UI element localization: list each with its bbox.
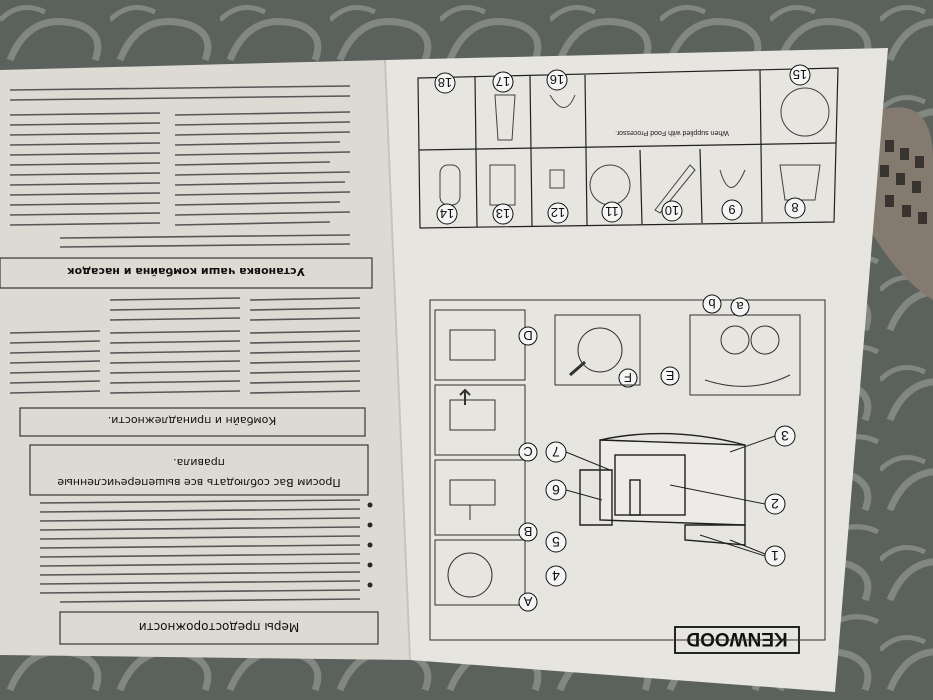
svg-text:14: 14 — [440, 206, 454, 221]
svg-text:16: 16 — [550, 72, 564, 87]
svg-text:a: a — [736, 299, 744, 314]
panel-letter-a: A — [518, 592, 538, 612]
grid-number-18: 18 — [434, 72, 456, 94]
callout-letters-e: a b — [702, 294, 750, 317]
svg-text:15: 15 — [793, 67, 807, 82]
svg-text:9: 9 — [728, 202, 735, 217]
left-page-text — [0, 257, 379, 645]
svg-text:E: E — [665, 368, 674, 383]
panel-a-frame — [434, 539, 526, 606]
panel-letter-e: E — [660, 366, 680, 386]
food-processor-illustration — [579, 432, 746, 546]
svg-text:B: B — [524, 524, 533, 539]
grid-note: When supplied with Food Processor. — [615, 129, 729, 136]
panel-letter-b: B — [518, 522, 538, 542]
svg-text:7: 7 — [552, 444, 560, 460]
precautions-title-box — [59, 611, 379, 645]
svg-text:12: 12 — [551, 205, 565, 220]
svg-text:6: 6 — [552, 482, 560, 498]
grid-number-11: 11 — [601, 201, 623, 223]
grid-number-8: 8 — [784, 197, 806, 219]
svg-text:13: 13 — [496, 206, 510, 221]
callout-b: b — [702, 294, 722, 314]
panel-letter-c: C — [518, 442, 538, 462]
grid-number-13: 13 — [492, 203, 514, 225]
callout-5: 5 — [545, 531, 567, 553]
panel-letter-d: D — [518, 326, 538, 346]
rules-title-box — [29, 444, 369, 496]
svg-text:3: 3 — [781, 428, 789, 444]
parts-title-box — [19, 407, 366, 437]
assembly-diagram-frame — [429, 299, 826, 641]
body-text-lines — [9, 85, 361, 603]
left-page-titles: Меры предосторожности Комбайн и принадле… — [67, 265, 305, 634]
panel-e — [689, 314, 801, 396]
svg-text:C: C — [523, 444, 532, 459]
svg-text:10: 10 — [665, 203, 679, 218]
parts-grid — [417, 67, 839, 229]
svg-text:18: 18 — [438, 75, 452, 90]
callout-a: a — [730, 297, 750, 317]
svg-text:A: A — [523, 594, 532, 609]
grid-number-16: 16 — [546, 69, 568, 91]
svg-text:4: 4 — [552, 568, 560, 584]
grid-number-12: 12 — [547, 202, 569, 224]
grid-number-10: 10 — [661, 200, 683, 222]
svg-text:2: 2 — [771, 496, 779, 512]
grid-number-14: 14 — [436, 203, 458, 225]
assembly-title: Установка чаши комбайна и насадок — [67, 265, 305, 278]
svg-text:1: 1 — [771, 548, 779, 564]
callout-4: 4 — [545, 565, 567, 587]
svg-text:17: 17 — [496, 74, 510, 89]
svg-text:D: D — [523, 328, 532, 343]
svg-text:F: F — [624, 370, 632, 385]
grid-number-15: 15 — [789, 64, 811, 86]
assembly-title-box — [0, 257, 373, 289]
grater-disc-tool — [862, 107, 933, 300]
panel-c-frame — [434, 384, 526, 456]
grid-numbers-bottom: 8 9 10 11 12 13 14 — [436, 197, 806, 225]
callout-numbers: 1 2 3 4 5 6 7 — [545, 425, 796, 587]
panel-b-frame — [434, 459, 526, 536]
panel-f — [554, 314, 641, 386]
svg-text:8: 8 — [791, 200, 798, 215]
bullet-points — [367, 502, 373, 588]
grid-number-17: 17 — [492, 71, 514, 93]
grid-number-9: 9 — [721, 199, 743, 221]
precautions-title: Меры предосторожности — [139, 620, 299, 634]
svg-text:11: 11 — [605, 204, 619, 219]
svg-text:b: b — [708, 296, 715, 311]
grid-numbers-top: 15 16 17 18 — [434, 64, 811, 94]
panel-letters: A B C D E F — [518, 326, 680, 612]
brand-text: KENWOOD — [686, 628, 787, 649]
step-panels — [434, 309, 526, 606]
panel-letter-f: F — [618, 368, 638, 388]
parts-title: Комбайн и принадлежности. — [108, 414, 276, 427]
svg-text:5: 5 — [552, 534, 560, 550]
leader-lines — [565, 435, 776, 557]
